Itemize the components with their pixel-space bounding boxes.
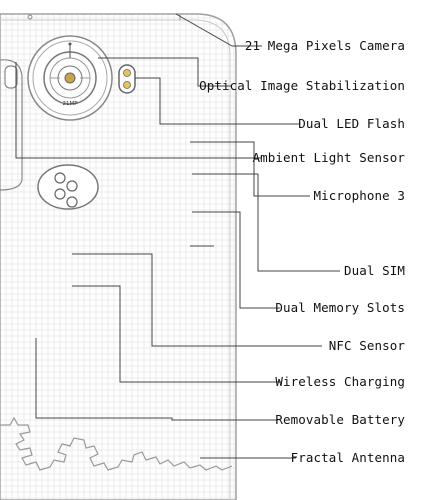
flash-module	[118, 64, 136, 94]
label-ois: Optical Image Stabilization	[199, 78, 405, 93]
label-nfc: NFC Sensor	[328, 338, 405, 353]
callout-lines	[15, 13, 340, 459]
label-dual-sim: Dual SIM	[343, 263, 405, 278]
camera-module: 21MP	[27, 35, 113, 121]
side-module	[0, 59, 23, 191]
label-microphone: Microphone 3	[313, 188, 405, 203]
label-wireless-charging: Wireless Charging	[275, 374, 405, 389]
label-fractal-antenna: Fractal Antenna	[290, 450, 405, 465]
camera-badge: 21MP	[62, 101, 78, 107]
fingerprint-sensor	[37, 164, 99, 210]
label-camera: 21 Mega Pixels Camera	[244, 38, 405, 53]
label-ambient-light: Ambient Light Sensor	[252, 150, 405, 165]
fractal-antenna	[0, 416, 233, 471]
label-battery: Removable Battery	[275, 412, 405, 427]
label-memory-slots: Dual Memory Slots	[275, 300, 405, 315]
label-flash: Dual LED Flash	[298, 116, 405, 131]
phone-back-outline	[0, 13, 237, 500]
phone-inner-outline	[0, 19, 231, 500]
